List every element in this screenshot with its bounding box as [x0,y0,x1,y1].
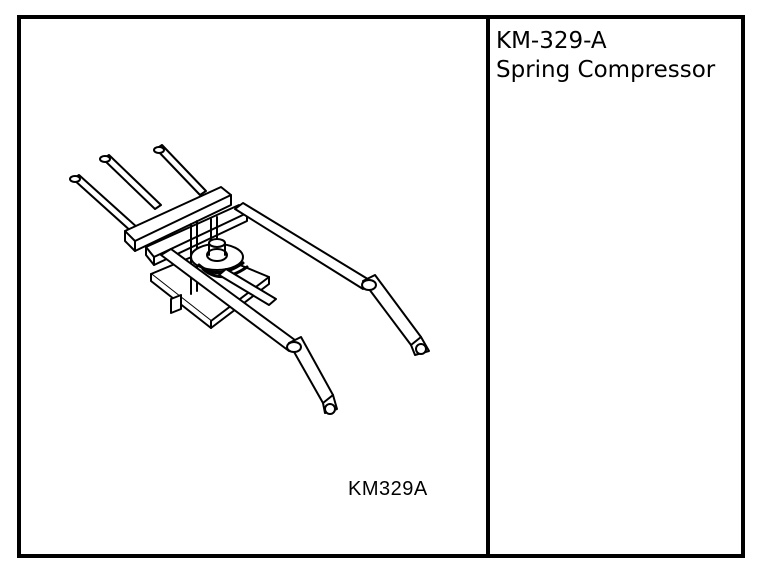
spring-seat [190,238,249,278]
description-cell: KM-329-A Spring Compressor [490,19,741,554]
crossbar [124,186,232,252]
figure-code-label: KM329A [348,478,428,500]
spring-compressor-illustration [69,144,430,415]
tool-number: KM-329-A [496,28,607,54]
illustration-cell: KM329A [21,19,486,554]
tool-table: KM329A KM-329-A Spring Compressor [17,15,745,558]
tool-name: Spring Compressor [496,57,716,83]
upper-handle-arm [234,202,430,356]
column-divider [486,19,490,554]
lower-handle-arm [160,248,338,415]
threaded-rod [153,144,207,196]
threaded-rod [99,154,162,210]
